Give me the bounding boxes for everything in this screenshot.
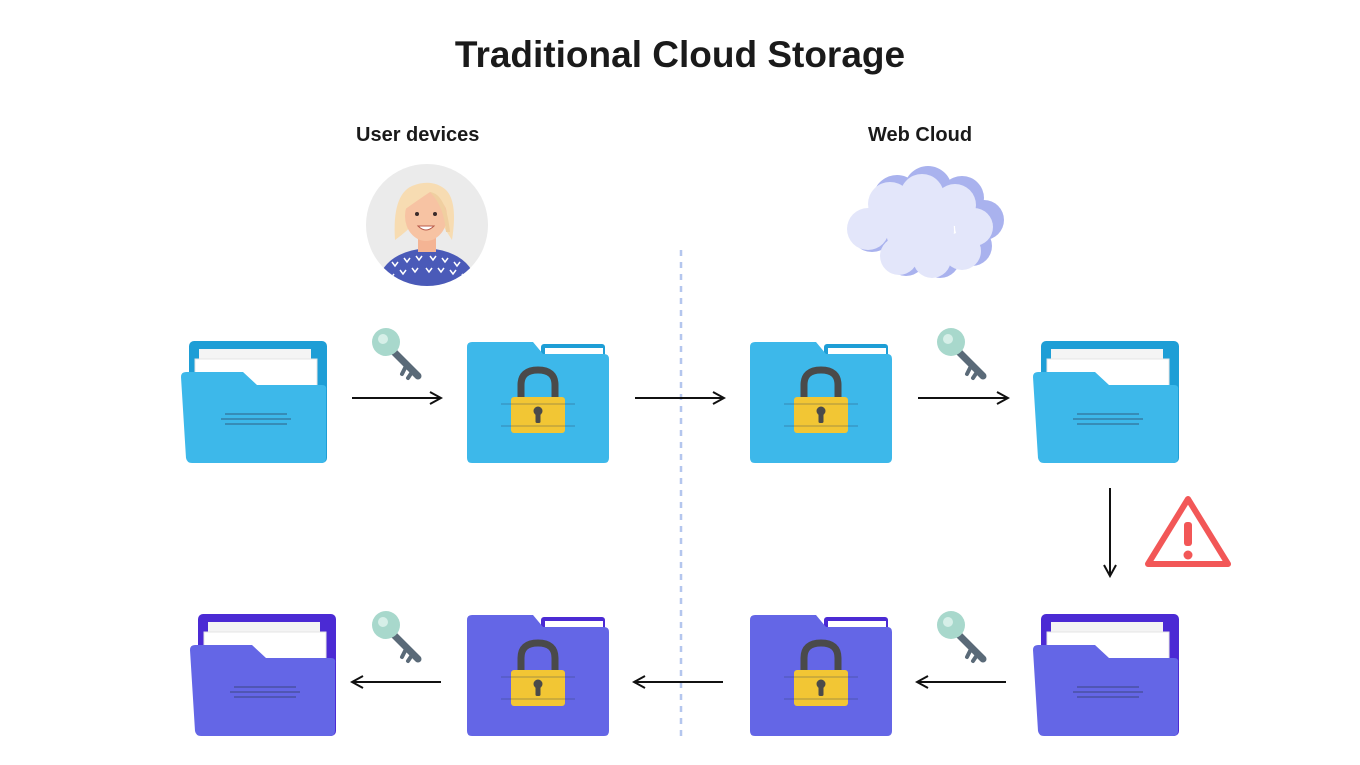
locked-folder-icon <box>750 615 892 736</box>
open-folder-icon <box>181 341 327 463</box>
locked-folder-icon <box>750 342 892 463</box>
user-avatar-icon <box>366 164 488 286</box>
open-folder-icon <box>1033 614 1179 736</box>
open-folder-icon <box>1033 341 1179 463</box>
key-icon <box>937 328 987 380</box>
key-icon <box>937 611 987 663</box>
key-icon <box>372 611 422 663</box>
locked-folder-icon <box>467 615 609 736</box>
flow-arrows <box>352 398 1110 682</box>
diagram-title: Traditional Cloud Storage <box>454 34 906 75</box>
locked-folder-icon <box>467 342 609 463</box>
user-devices-label: User devices <box>356 124 480 146</box>
cloud-icon <box>847 166 1004 278</box>
open-folder-icon <box>190 614 336 736</box>
key-icon <box>372 328 422 380</box>
warning-triangle-icon <box>1145 496 1231 567</box>
web-cloud-label: Web Cloud <box>868 124 973 146</box>
